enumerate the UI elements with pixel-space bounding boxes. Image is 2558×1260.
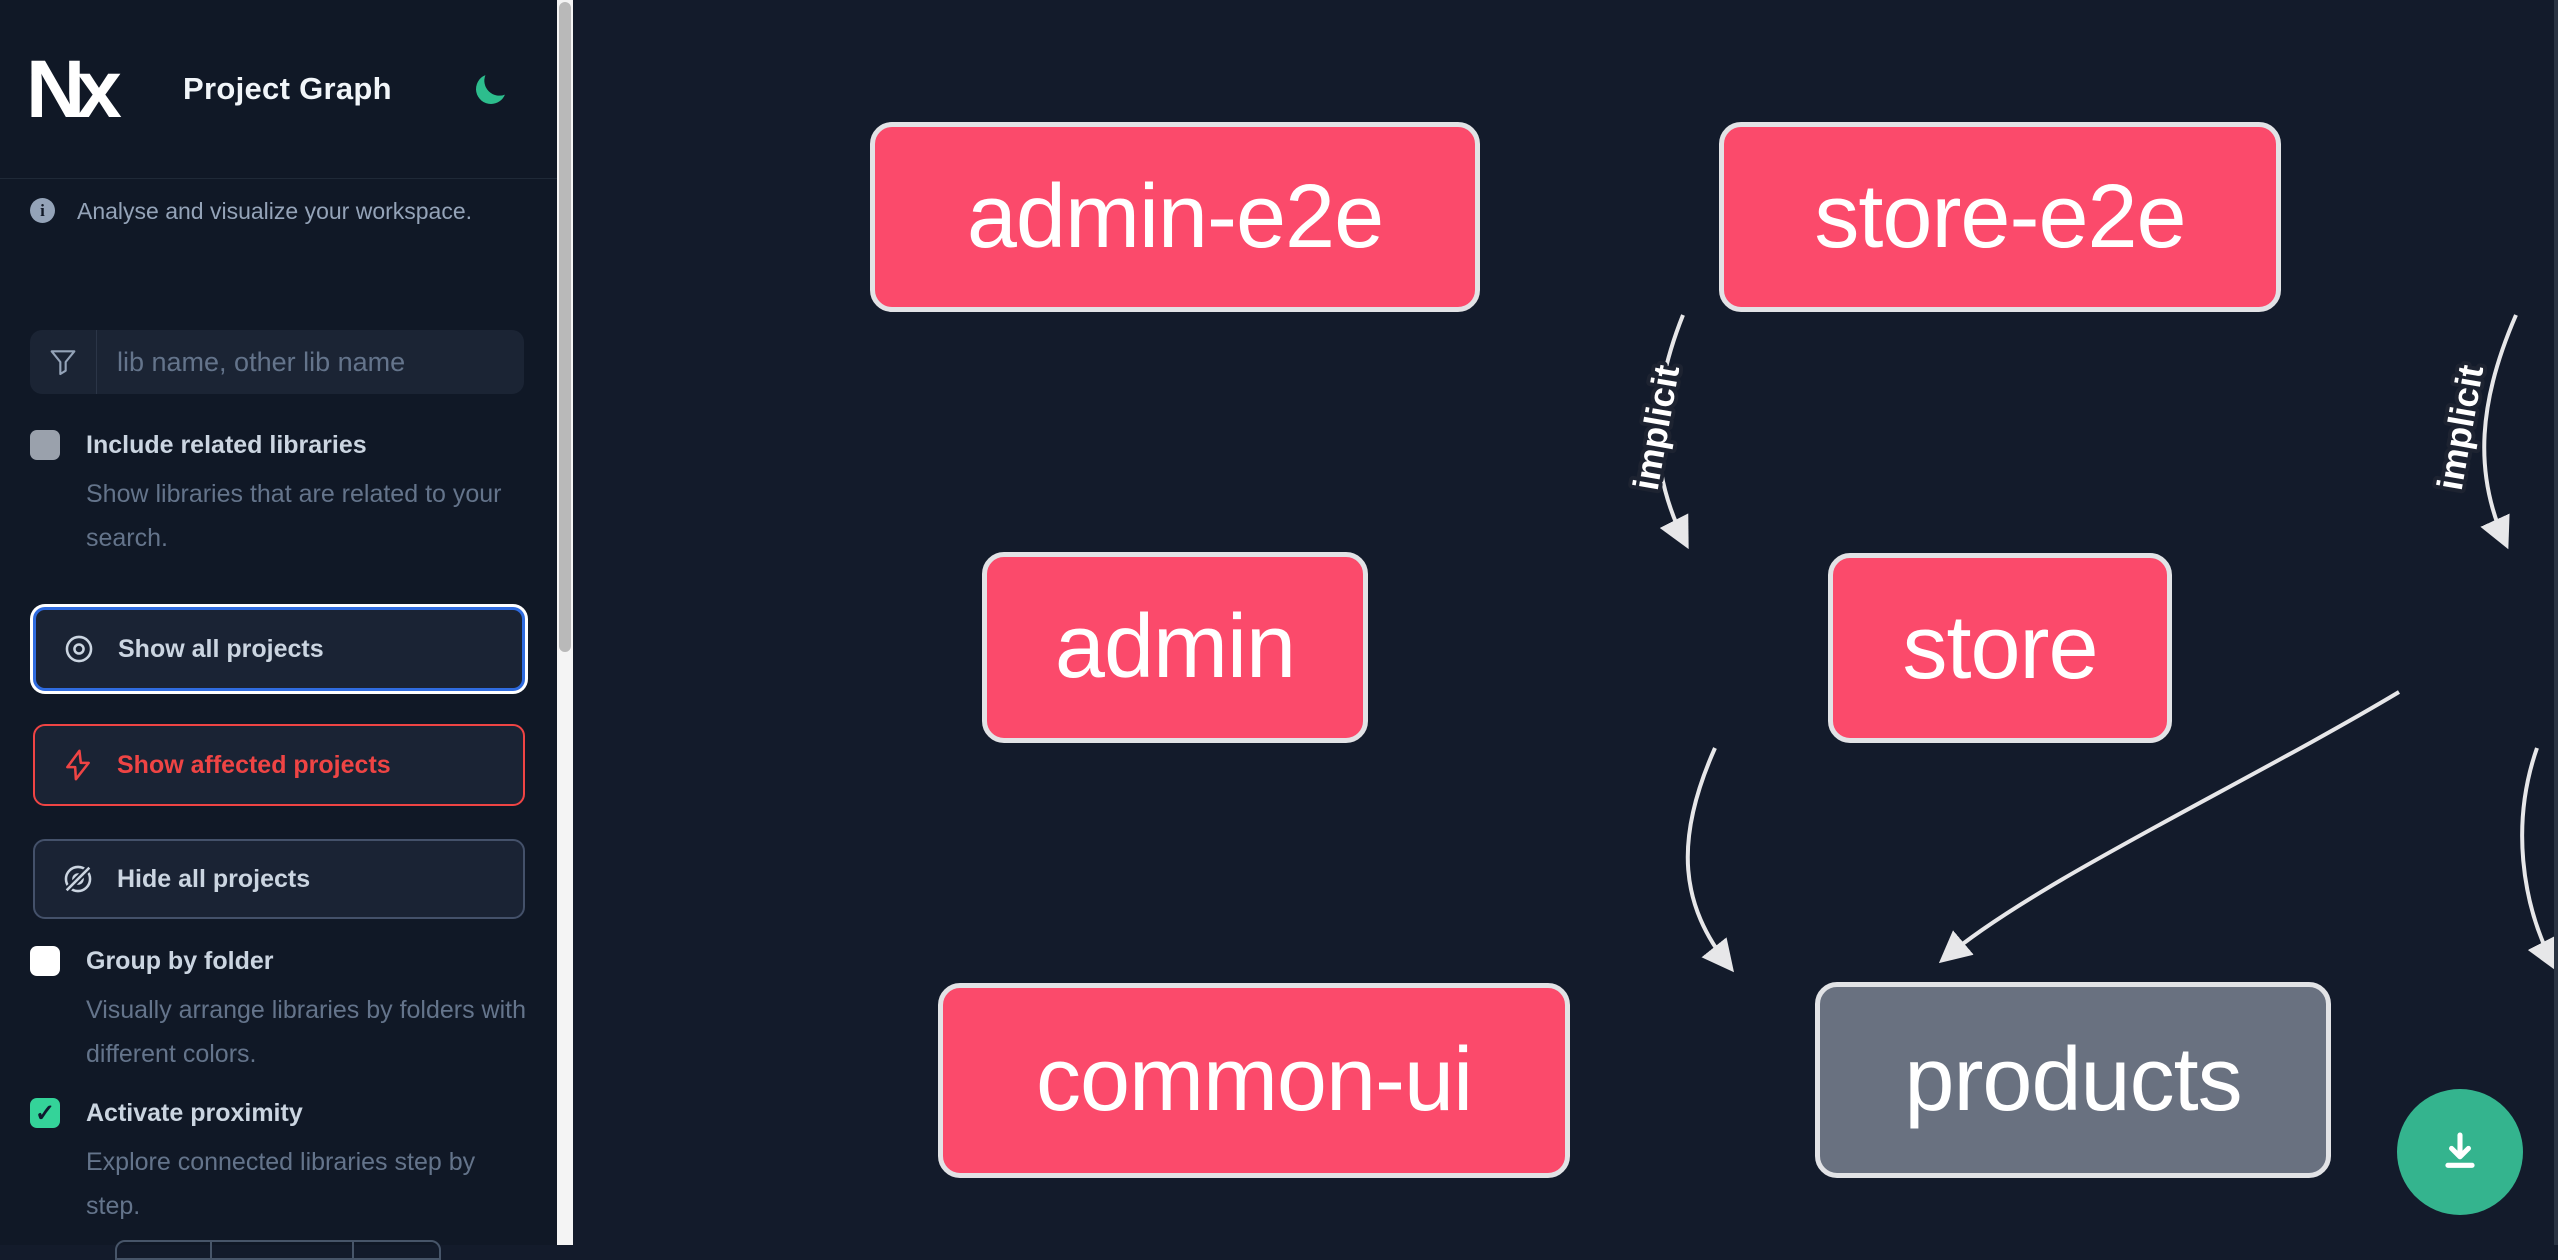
bolt-icon [61,748,95,782]
activate-proximity-label: Activate proximity [86,1099,303,1127]
show-all-projects-button[interactable]: Show all projects [33,607,525,691]
hide-all-projects-button[interactable]: Hide all projects [33,839,525,919]
stepper-value [212,1242,354,1258]
graph-node-store-e2e[interactable]: store-e2e [1719,122,2281,312]
group-by-folder-description: Visually arrange libraries by folders wi… [86,996,527,1068]
sidebar-scrollbar-thumb[interactable] [559,2,571,652]
edge-admin-common-ui [1685,747,1734,973]
sidebar: Nx Project Graph i Analyse and visualize… [0,0,557,1260]
edge-label-implicit: implicit [2429,362,2491,493]
graph-node-products[interactable]: products [1815,982,2331,1178]
graph-node-store[interactable]: store [1828,553,2172,743]
graph-node-common-ui[interactable]: common-ui [938,983,1570,1178]
edge-store-products [2520,747,2557,972]
page-title: Project Graph [183,71,392,106]
show-affected-projects-button[interactable]: Show affected projects [33,724,525,806]
sidebar-header: Nx Project Graph [0,0,557,179]
include-related-label: Include related libraries [86,431,367,459]
edge-store-e2e-store [2480,314,2518,550]
activate-proximity-description: Explore connected libraries step by step… [86,1148,476,1220]
nx-logo: Nx [30,47,125,131]
filter-icon [30,330,97,394]
graph-edges: implicit implicit [1621,314,2557,973]
show-affected-projects-label: Show affected projects [117,750,391,779]
info-icon: i [30,198,55,223]
download-icon [2445,1132,2475,1168]
checkbox-group-by-folder: Group by folder Visually arrange librari… [30,944,526,1076]
group-by-folder-label: Group by folder [86,947,274,975]
eye-icon [62,632,96,666]
theme-toggle-button[interactable] [471,69,511,109]
graph-node-admin[interactable]: admin [982,552,1368,743]
include-related-description: Show libraries that are related to your … [86,480,502,552]
include-related-checkbox[interactable] [30,430,60,460]
workspace-tagline-row: i Analyse and visualize your workspace. [30,196,530,226]
stepper-increment[interactable] [354,1242,439,1258]
eye-off-icon [61,862,95,896]
edge-label-implicit: implicit [1625,362,1687,493]
show-all-projects-label: Show all projects [118,634,324,663]
edge-admin-e2e-admin [1655,314,1689,550]
edge-store-common-ui [1938,690,2401,964]
svg-text:Nx: Nx [30,47,121,131]
workspace-tagline: Analyse and visualize your workspace. [77,198,473,224]
search-input[interactable] [97,330,524,394]
checkbox-include-related: Include related libraries Show libraries… [30,428,526,560]
sidebar-scrollbar-track[interactable] [557,0,573,1245]
proximity-depth-stepper[interactable] [115,1240,441,1260]
hide-all-projects-label: Hide all projects [117,864,311,893]
project-filter [30,330,524,394]
group-by-folder-checkbox[interactable] [30,946,60,976]
stepper-decrement[interactable] [117,1242,212,1258]
checkbox-activate-proximity: ✓ Activate proximity Explore connected l… [30,1096,526,1228]
download-graph-button[interactable] [2397,1089,2523,1215]
activate-proximity-checkbox[interactable]: ✓ [30,1098,60,1128]
page-scrollbar-track [2554,0,2558,1245]
graph-node-admin-e2e[interactable]: admin-e2e [870,122,1480,312]
moon-icon [476,75,505,104]
